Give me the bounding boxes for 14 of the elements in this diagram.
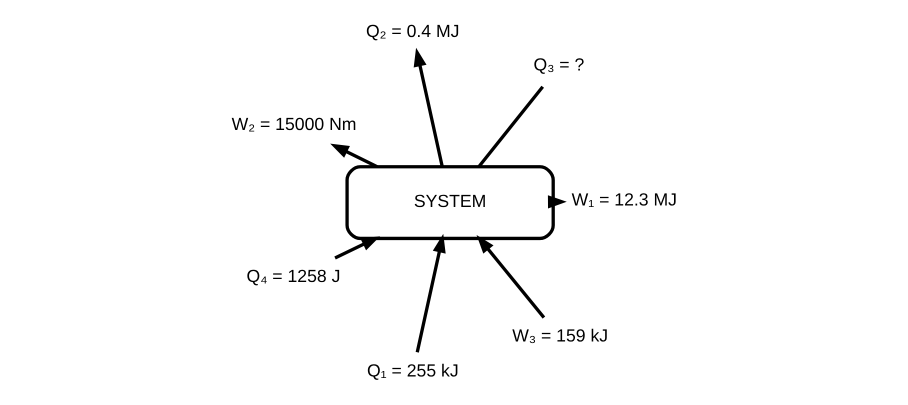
node-text: W₃ = 159 kJ <box>512 326 608 346</box>
arrow <box>415 234 446 353</box>
node-text: Q₄ = 1258 J <box>246 266 340 286</box>
arrow <box>413 48 444 167</box>
node-text: Q₃ = ? <box>532 54 584 75</box>
node-text: W₂ = 15000 Nm <box>231 114 356 134</box>
node-text: Q₂ = 0.4 MJ <box>365 20 459 41</box>
arrow <box>334 236 380 260</box>
arrow <box>547 195 566 208</box>
arrow <box>476 234 545 319</box>
node-text: Q₁ = 255 kJ <box>366 360 458 381</box>
node-text: W₁ = 12.3 MJ <box>571 189 677 210</box>
arrow <box>330 144 378 168</box>
connector <box>477 86 544 168</box>
